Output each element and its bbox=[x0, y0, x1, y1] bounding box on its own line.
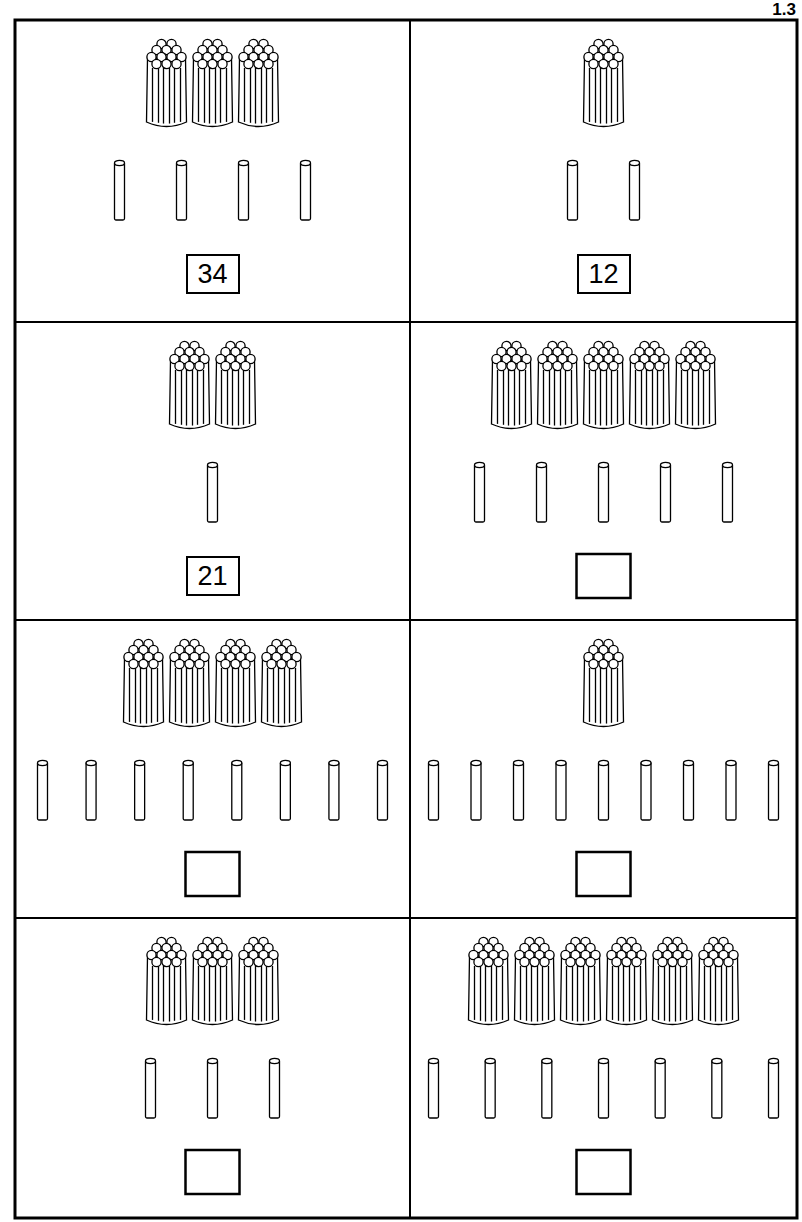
one-stick bbox=[183, 760, 193, 820]
one-stick bbox=[599, 1058, 609, 1118]
one-stick bbox=[475, 462, 485, 522]
answer-number: 12 bbox=[588, 261, 618, 288]
answer-box bbox=[577, 1150, 631, 1194]
one-stick bbox=[568, 160, 578, 220]
answer-box bbox=[186, 852, 240, 896]
one-stick bbox=[712, 1058, 722, 1118]
ten-bundle bbox=[469, 937, 509, 1024]
one-stick bbox=[514, 760, 524, 820]
ten-bundle bbox=[538, 341, 578, 428]
one-stick bbox=[239, 160, 249, 220]
one-stick bbox=[429, 1058, 439, 1118]
page-number: 1.3 bbox=[772, 1, 796, 18]
counting-cell bbox=[115, 39, 311, 220]
one-stick bbox=[471, 760, 481, 820]
one-stick bbox=[301, 160, 311, 220]
one-stick bbox=[769, 1058, 779, 1118]
one-stick bbox=[270, 1058, 280, 1118]
ten-bundle bbox=[216, 341, 256, 428]
one-stick bbox=[38, 760, 48, 820]
ten-bundle bbox=[147, 39, 187, 126]
ten-bundle bbox=[170, 639, 210, 726]
answer-box bbox=[186, 1150, 240, 1194]
ten-bundle bbox=[653, 937, 693, 1024]
row-divider bbox=[15, 321, 797, 323]
counting-cell bbox=[429, 937, 779, 1194]
ten-bundle bbox=[193, 39, 233, 126]
one-stick bbox=[599, 462, 609, 522]
one-stick bbox=[556, 760, 566, 820]
one-stick bbox=[429, 760, 439, 820]
one-stick bbox=[537, 462, 547, 522]
ten-bundle bbox=[676, 341, 716, 428]
ten-bundle bbox=[239, 937, 279, 1024]
answer-box: 34 bbox=[186, 254, 240, 294]
one-stick bbox=[485, 1058, 495, 1118]
one-stick bbox=[684, 760, 694, 820]
ten-bundle bbox=[193, 937, 233, 1024]
ten-bundle bbox=[584, 341, 624, 428]
counting-cell bbox=[38, 639, 388, 896]
ten-bundle bbox=[607, 937, 647, 1024]
ten-bundle bbox=[630, 341, 670, 428]
counting-cell bbox=[170, 341, 256, 522]
ten-bundle bbox=[699, 937, 739, 1024]
one-stick bbox=[542, 1058, 552, 1118]
one-stick bbox=[208, 1058, 218, 1118]
counting-cell bbox=[429, 639, 779, 896]
answer-box bbox=[577, 852, 631, 896]
ten-bundle bbox=[584, 39, 624, 126]
grid-lines bbox=[15, 20, 797, 1218]
one-stick bbox=[280, 760, 290, 820]
counting-cell bbox=[146, 937, 280, 1194]
ten-bundle bbox=[124, 639, 164, 726]
one-stick bbox=[641, 760, 651, 820]
ten-bundle bbox=[239, 39, 279, 126]
one-stick bbox=[329, 760, 339, 820]
one-stick bbox=[115, 160, 125, 220]
one-stick bbox=[86, 760, 96, 820]
counting-cell bbox=[475, 341, 733, 598]
ten-bundle bbox=[262, 639, 302, 726]
answer-box bbox=[577, 554, 631, 598]
one-stick bbox=[655, 1058, 665, 1118]
answer-number: 34 bbox=[197, 261, 227, 288]
row-divider bbox=[15, 619, 797, 621]
ten-bundle bbox=[216, 639, 256, 726]
one-stick bbox=[232, 760, 242, 820]
one-stick bbox=[177, 160, 187, 220]
ten-bundle bbox=[515, 937, 555, 1024]
one-stick bbox=[630, 160, 640, 220]
answer-box: 21 bbox=[186, 556, 240, 596]
one-stick bbox=[146, 1058, 156, 1118]
counting-cell bbox=[568, 39, 640, 220]
one-stick bbox=[378, 760, 388, 820]
one-stick bbox=[599, 760, 609, 820]
row-divider bbox=[15, 917, 797, 919]
one-stick bbox=[135, 760, 145, 820]
one-stick bbox=[769, 760, 779, 820]
ten-bundle bbox=[147, 937, 187, 1024]
outer-border bbox=[15, 20, 797, 1218]
ten-bundle bbox=[492, 341, 532, 428]
ten-bundle bbox=[561, 937, 601, 1024]
answer-box: 12 bbox=[577, 254, 631, 294]
ten-bundle bbox=[584, 639, 624, 726]
one-stick bbox=[208, 462, 218, 522]
one-stick bbox=[726, 760, 736, 820]
ten-bundle bbox=[170, 341, 210, 428]
one-stick bbox=[723, 462, 733, 522]
one-stick bbox=[661, 462, 671, 522]
answer-number: 21 bbox=[197, 563, 227, 590]
